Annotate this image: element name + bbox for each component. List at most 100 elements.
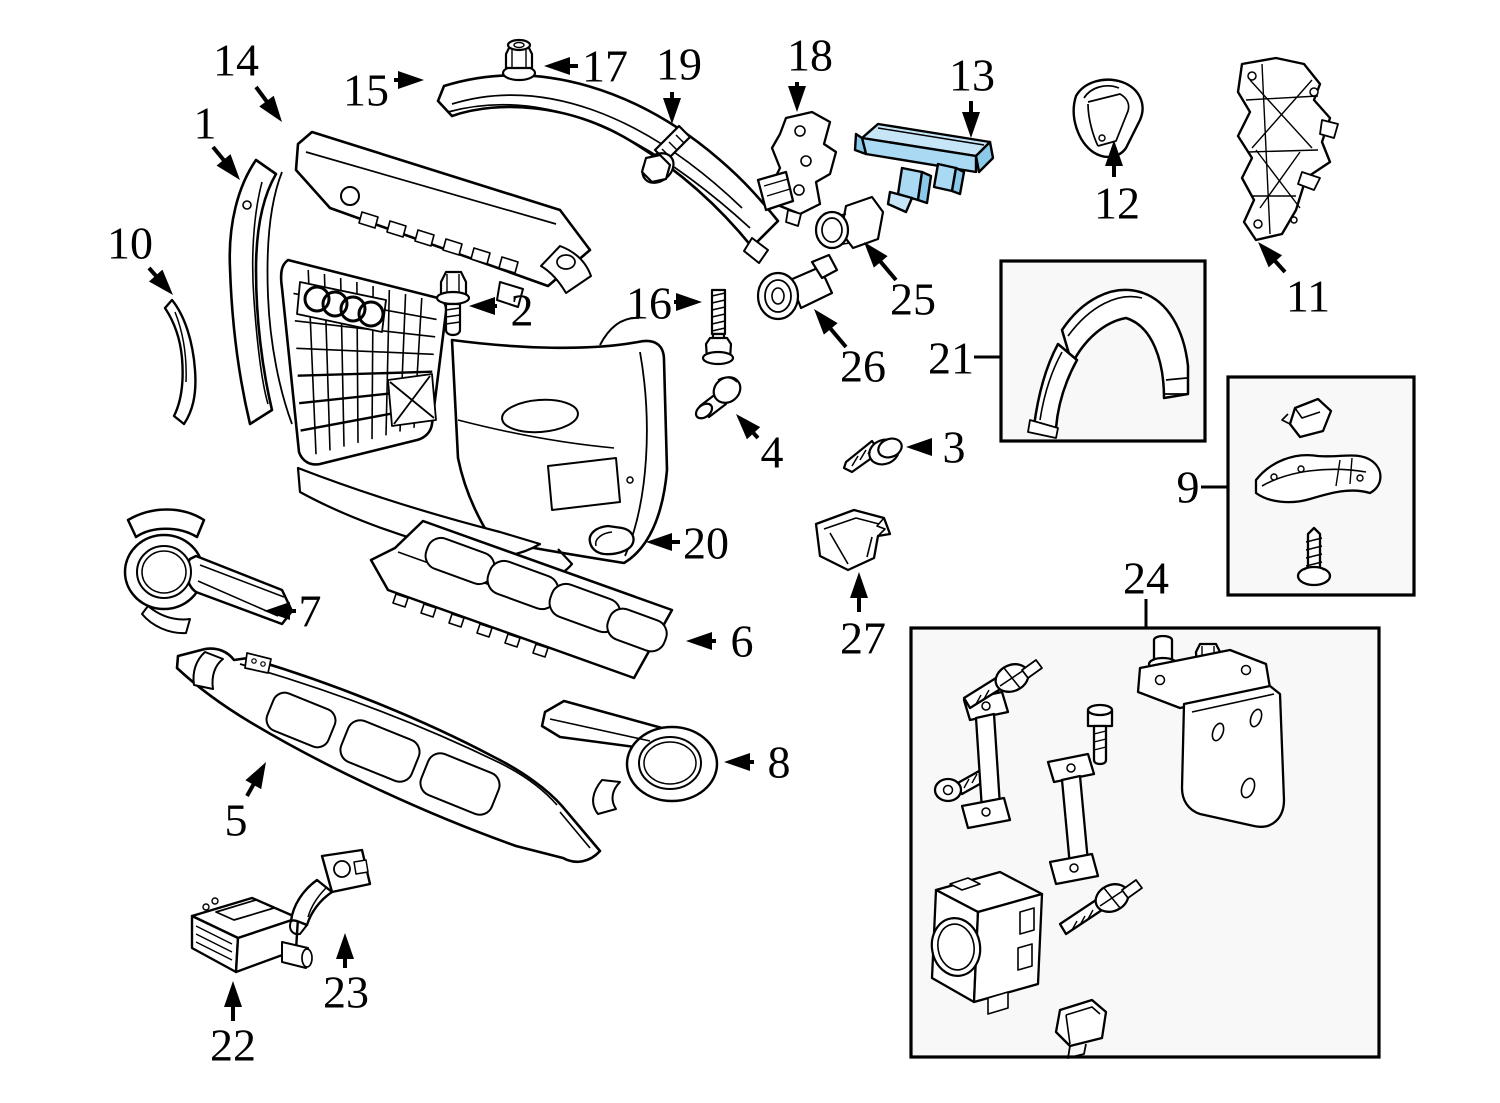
callout-19[interactable]: 19: [656, 39, 702, 125]
part-label-8[interactable]: 8: [768, 737, 791, 788]
callout-8[interactable]: 8: [724, 737, 791, 788]
callout-arrowhead-16: [676, 293, 702, 311]
part-6-lower-grille[interactable]: [369, 519, 674, 680]
part-21-wheel-arch-flare[interactable]: [1027, 288, 1190, 439]
part-13-bracket-highlighted[interactable]: [853, 122, 995, 214]
callout-14[interactable]: 14: [213, 35, 282, 123]
callout-arrowhead-18: [788, 86, 806, 112]
callout-23[interactable]: 23: [323, 933, 369, 1018]
part-label-7[interactable]: 7: [299, 586, 322, 637]
part-23-sensor-bracket[interactable]: [289, 848, 372, 936]
part-17-flanged-nut[interactable]: [501, 38, 537, 82]
part-20-cover-cap[interactable]: [588, 524, 635, 556]
part-label-5[interactable]: 5: [225, 795, 248, 846]
part-label-13[interactable]: 13: [949, 50, 995, 101]
part-2-hex-bolt[interactable]: [435, 270, 471, 337]
callout-2[interactable]: 2: [469, 285, 534, 336]
callout-20[interactable]: 20: [646, 518, 729, 569]
part-label-6[interactable]: 6: [731, 616, 754, 667]
callout-12[interactable]: 12: [1094, 140, 1140, 229]
callout-3[interactable]: 3: [906, 422, 966, 473]
part-label-1[interactable]: 1: [194, 98, 217, 149]
callout-arrowhead-8: [724, 753, 750, 771]
part-16-long-bolt[interactable]: [701, 288, 735, 366]
part-12-corner-cover[interactable]: [1072, 78, 1144, 159]
part-4-rivet-bolt[interactable]: [693, 372, 745, 421]
part-label-26[interactable]: 26: [840, 341, 886, 392]
callout-16[interactable]: 16: [626, 278, 702, 329]
part-label-12[interactable]: 12: [1094, 178, 1140, 229]
part-22-control-module[interactable]: [190, 896, 313, 974]
callout-24[interactable]: 24: [1123, 553, 1169, 628]
callout-17[interactable]: 17: [544, 41, 628, 92]
callout-11[interactable]: 11: [1258, 242, 1330, 322]
part-label-9[interactable]: 9: [1177, 462, 1200, 513]
callout-arrowhead-7: [264, 602, 290, 620]
part-label-16[interactable]: 16: [626, 278, 672, 329]
callout-25[interactable]: 25: [864, 242, 936, 325]
callout-arrowhead-20: [646, 533, 672, 551]
callout-9[interactable]: 9: [1177, 462, 1228, 513]
part-label-17[interactable]: 17: [582, 41, 628, 92]
callout-arrowhead-4: [736, 414, 761, 440]
part-label-25[interactable]: 25: [890, 274, 936, 325]
callout-arrowhead-6: [686, 632, 712, 650]
part-label-3[interactable]: 3: [943, 422, 966, 473]
callout-10[interactable]: 10: [107, 218, 173, 296]
part-label-11[interactable]: 11: [1286, 271, 1330, 322]
part-label-4[interactable]: 4: [761, 427, 784, 478]
callout-6[interactable]: 6: [686, 616, 754, 667]
part-label-10[interactable]: 10: [107, 218, 153, 269]
part-26-grommet-nut[interactable]: [756, 253, 839, 321]
callout-arrowhead-3: [906, 438, 932, 456]
part-1-bumper-cover[interactable]: [228, 158, 669, 585]
part-24-sensor-kit[interactable]: [927, 634, 1286, 1059]
callout-arrowhead-14: [259, 95, 282, 122]
part-label-2[interactable]: 2: [511, 285, 534, 336]
part-label-22[interactable]: 22: [210, 1020, 256, 1071]
part-27-corner-trim[interactable]: [814, 508, 892, 572]
callout-18[interactable]: 18: [787, 30, 833, 113]
callout-7[interactable]: 7: [264, 586, 322, 637]
part-label-15[interactable]: 15: [343, 65, 389, 116]
callout-arrowhead-12: [1105, 140, 1123, 166]
callout-26[interactable]: 26: [814, 309, 886, 392]
part-label-19[interactable]: 19: [656, 39, 702, 90]
part-14-grille-support-panel[interactable]: [294, 130, 592, 308]
part-label-21[interactable]: 21: [928, 333, 974, 384]
callout-arrowhead-23: [336, 933, 354, 959]
part-25-parking-sensor[interactable]: [814, 195, 885, 250]
part-10-side-moulding-strip[interactable]: [163, 298, 197, 426]
callout-5[interactable]: 5: [225, 762, 267, 846]
part-8-fog-bezel-right[interactable]: [540, 699, 719, 815]
callout-arrowhead-27: [850, 572, 868, 598]
part-15-reinforcement-bar[interactable]: [436, 74, 780, 264]
part-label-27[interactable]: 27: [840, 613, 886, 664]
part-9-bracket-kit[interactable]: [1254, 397, 1382, 587]
callout-arrowhead-25: [864, 242, 888, 268]
callout-4[interactable]: 4: [736, 414, 784, 478]
callout-22[interactable]: 22: [210, 981, 256, 1071]
callout-arrowhead-2: [469, 297, 495, 315]
part-label-23[interactable]: 23: [323, 967, 369, 1018]
part-11-side-support-bracket[interactable]: [1236, 56, 1339, 242]
part-label-14[interactable]: 14: [213, 35, 259, 86]
callout-arrowhead-10: [148, 269, 173, 295]
part-label-24[interactable]: 24: [1123, 553, 1169, 604]
part-3-tapping-screw[interactable]: [842, 435, 904, 474]
callout-arrowhead-15: [398, 71, 424, 89]
audi-rings-logo: [303, 285, 385, 328]
callout-15[interactable]: 15: [343, 65, 424, 116]
callout-arrowhead-26: [814, 309, 838, 335]
part-18-mount-bracket[interactable]: [756, 110, 838, 227]
callout-1[interactable]: 1: [194, 98, 241, 181]
callout-arrowhead-19: [663, 98, 681, 124]
part-label-20[interactable]: 20: [683, 518, 729, 569]
part-5-lower-valance[interactable]: [175, 647, 602, 864]
callout-21[interactable]: 21: [928, 333, 1000, 384]
part-7-fog-bezel-left[interactable]: [123, 508, 294, 635]
callout-13[interactable]: 13: [949, 50, 995, 139]
callout-27[interactable]: 27: [840, 572, 886, 664]
part-19-bolt[interactable]: [637, 124, 692, 189]
part-label-18[interactable]: 18: [787, 30, 833, 81]
